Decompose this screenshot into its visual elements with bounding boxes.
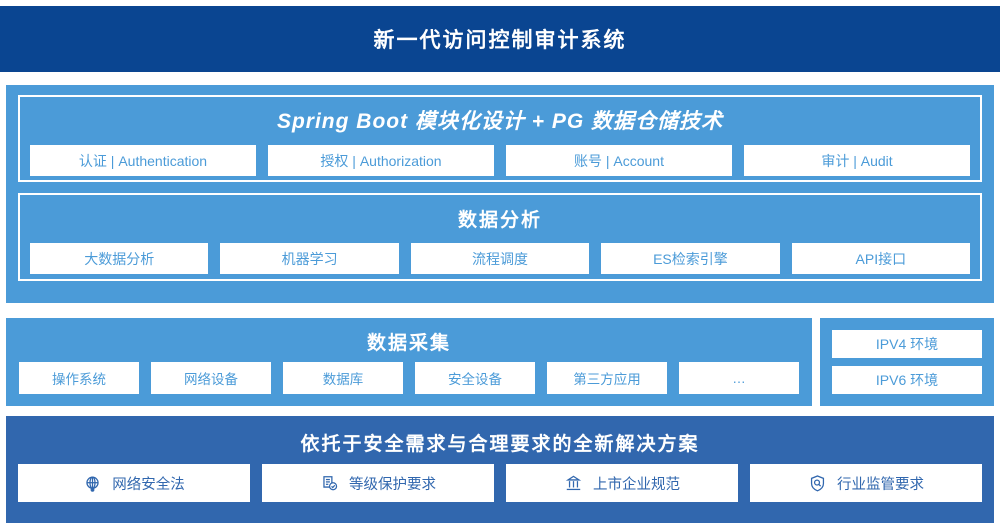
- analysis-group: 数据分析 大数据分析 机器学习 流程调度 ES检索引擎 API接口: [18, 193, 982, 281]
- platform-item-row: 认证 | Authentication 授权 | Authorization 账…: [30, 145, 970, 176]
- analysis-item-es-search-engine[interactable]: ES检索引擎: [601, 243, 780, 274]
- platform-item-audit[interactable]: 审计 | Audit: [744, 145, 970, 176]
- platform-group-title: Spring Boot 模块化设计 + PG 数据仓储技术: [276, 110, 724, 133]
- analysis-group-title: 数据分析: [457, 210, 542, 231]
- bank-icon: [564, 474, 583, 493]
- environment-item-ipv4[interactable]: IPV4 环境: [832, 330, 982, 358]
- compliance-item-row: 网络安全法 等级保护要求: [18, 464, 982, 502]
- compliance-item-industry-supervision[interactable]: 行业监管要求: [750, 464, 982, 502]
- analysis-item-bigdata[interactable]: 大数据分析: [30, 243, 209, 274]
- compliance-item-classified-protection[interactable]: 等级保护要求: [262, 464, 494, 502]
- platform-item-account[interactable]: 账号 | Account: [506, 145, 732, 176]
- collection-item-row: 操作系统 网络设备 数据库 安全设备 第三方应用 …: [19, 362, 799, 394]
- globe-icon: [83, 474, 102, 493]
- analysis-item-api[interactable]: API接口: [791, 243, 971, 274]
- collection-title: 数据采集: [366, 333, 451, 354]
- compliance-panel: 依托于安全需求与合理要求的全新解决方案 网络安全法: [6, 416, 994, 523]
- collection-item-security-device[interactable]: 安全设备: [415, 362, 535, 394]
- compliance-item-listed-enterprise-norms[interactable]: 上市企业规范: [506, 464, 738, 502]
- collection-item-database[interactable]: 数据库: [283, 362, 403, 394]
- collection-item-operating-system[interactable]: 操作系统: [19, 362, 139, 394]
- platform-item-authentication[interactable]: 认证 | Authentication: [30, 145, 256, 176]
- compliance-item-label: 等级保护要求: [349, 476, 436, 493]
- compliance-title: 依托于安全需求与合理要求的全新解决方案: [300, 434, 700, 455]
- shield-search-icon: [808, 474, 827, 493]
- environment-item-ipv6[interactable]: IPV6 环境: [832, 366, 982, 394]
- platform-item-authorization[interactable]: 授权 | Authorization: [268, 145, 494, 176]
- environment-panel: IPV4 环境 IPV6 环境: [820, 318, 994, 406]
- collection-panel: 数据采集 操作系统 网络设备 数据库 安全设备 第三方应用 …: [6, 318, 812, 406]
- analysis-item-process-scheduling[interactable]: 流程调度: [410, 243, 590, 274]
- page-header: 新一代访问控制审计系统: [0, 6, 1000, 72]
- compliance-item-label: 行业监管要求: [837, 476, 924, 493]
- platform-group: Spring Boot 模块化设计 + PG 数据仓储技术 认证 | Authe…: [18, 95, 982, 182]
- upper-blue-panel: Spring Boot 模块化设计 + PG 数据仓储技术 认证 | Authe…: [6, 85, 994, 303]
- analysis-item-machine-learning[interactable]: 机器学习: [220, 243, 399, 274]
- document-check-icon: [320, 474, 339, 493]
- compliance-item-label: 网络安全法: [112, 476, 185, 493]
- analysis-item-row: 大数据分析 机器学习 流程调度 ES检索引擎 API接口: [30, 243, 971, 274]
- page-title: 新一代访问控制审计系统: [373, 29, 627, 52]
- compliance-item-label: 上市企业规范: [593, 476, 680, 493]
- collection-item-third-party-app[interactable]: 第三方应用: [547, 362, 667, 394]
- collection-item-network-device[interactable]: 网络设备: [151, 362, 271, 394]
- compliance-item-cybersecurity-law[interactable]: 网络安全法: [18, 464, 250, 502]
- collection-item-more[interactable]: …: [679, 362, 799, 394]
